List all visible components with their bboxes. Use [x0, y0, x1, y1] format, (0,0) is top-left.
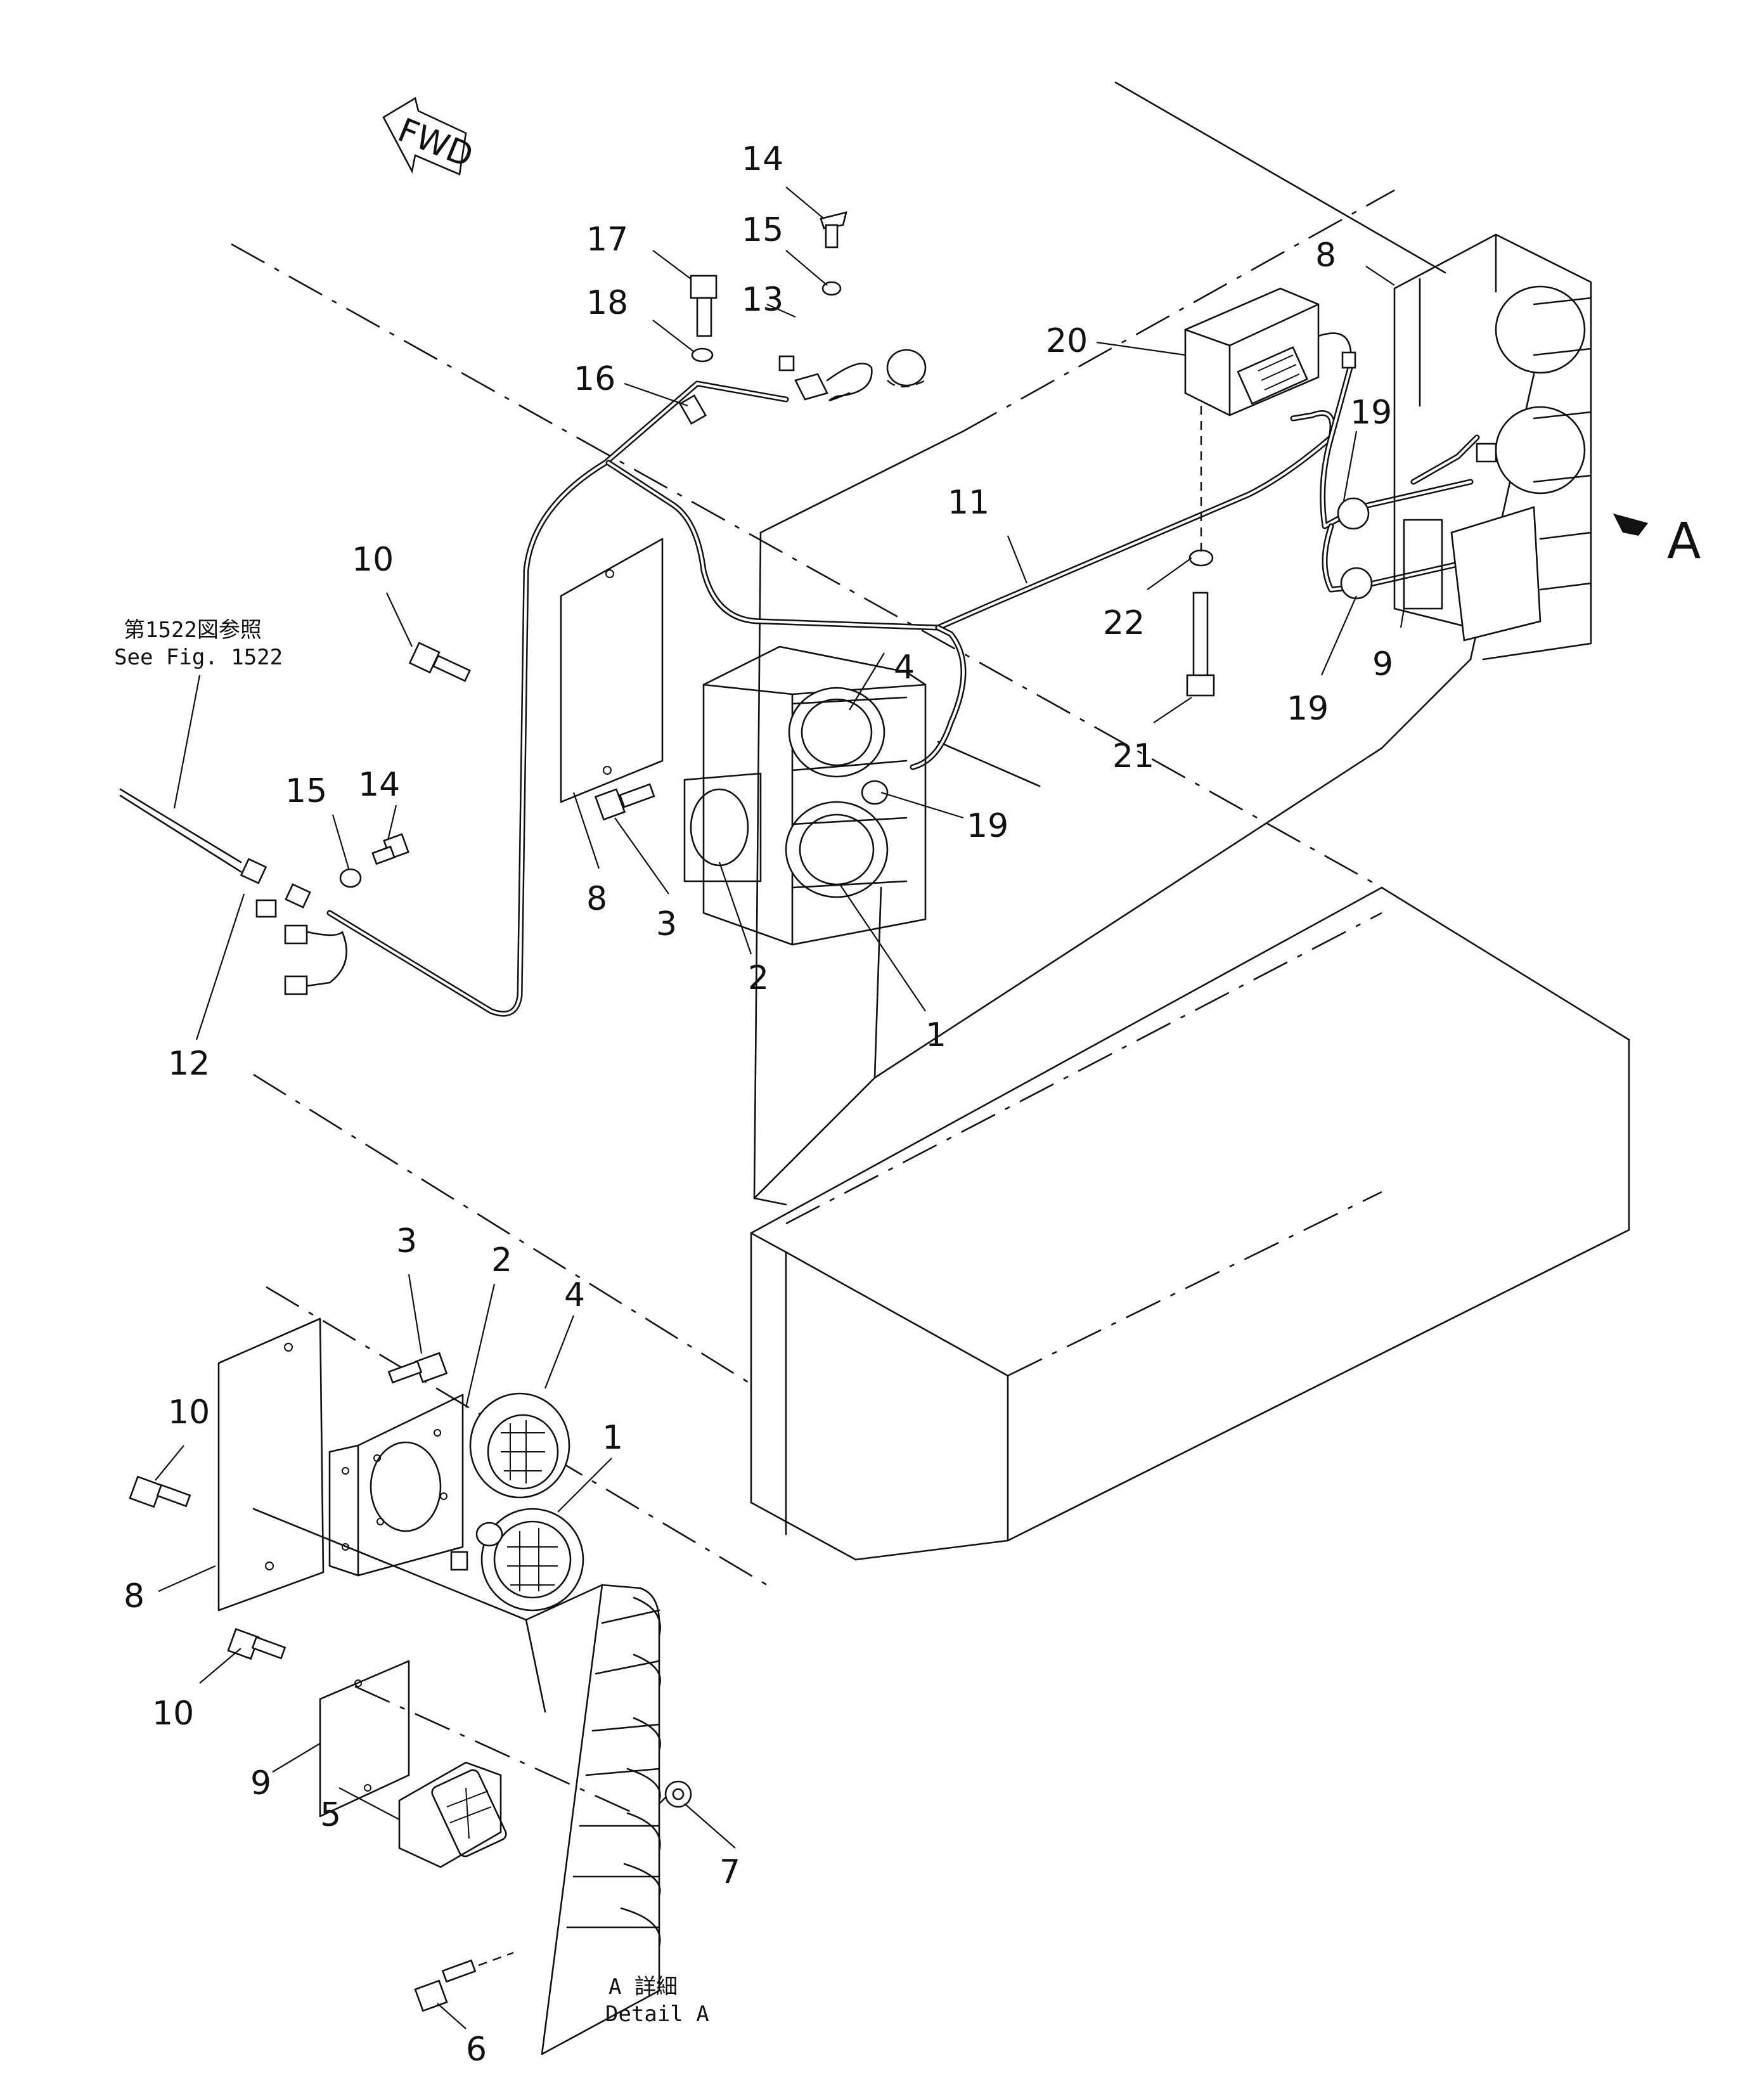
callout-2-detail: 2 [491, 1241, 512, 1279]
callout-14-left: 14 [358, 766, 400, 804]
leader-lines [155, 186, 1405, 2029]
callout-12: 12 [168, 1045, 210, 1083]
fwd-arrow-icon: FWD [382, 96, 478, 176]
clamp-16 [678, 394, 707, 425]
detail-a [129, 1317, 692, 2055]
callout-20: 20 [1046, 322, 1088, 360]
see-fig-note-en: See Fig. 1522 [114, 645, 283, 670]
callout-1-detail: 1 [602, 1419, 623, 1457]
see-fig-note-jp: 第1522図参照 [124, 617, 262, 643]
view-a-arrow-icon [1613, 514, 1648, 536]
detail-a-title-jp: A 詳細 [608, 1974, 678, 2000]
callout-6-detail: 6 [466, 2031, 487, 2069]
rear-lamp-20 [1184, 287, 1356, 417]
callout-1-main: 1 [925, 1016, 946, 1054]
callout-22: 22 [1103, 604, 1145, 642]
callout-7-detail: 7 [719, 1853, 740, 1891]
callout-8-main: 8 [586, 880, 607, 918]
bolt-10-main [408, 642, 471, 682]
light-housing-main [683, 645, 927, 946]
washer-15-left [339, 868, 362, 888]
callout-10-detail-a: 10 [168, 1393, 210, 1432]
view-a-label: A [1667, 513, 1701, 570]
connector-12 [119, 788, 347, 995]
callout-15-left: 15 [285, 772, 327, 810]
callout-4-detail: 4 [564, 1276, 585, 1314]
callout-10-detail-b: 10 [152, 1695, 194, 1733]
rear-light-housing [1337, 233, 1592, 661]
plate-8-main [560, 538, 664, 803]
callout-14-top: 14 [742, 140, 783, 178]
washer-22 [1188, 549, 1214, 567]
callout-3-detail: 3 [396, 1222, 417, 1260]
bolt-14-top [820, 211, 847, 249]
callout-19-b: 19 [1287, 690, 1329, 728]
callout-10-top: 10 [352, 541, 394, 579]
callout-2-main: 2 [748, 959, 769, 997]
callout-19-main: 19 [967, 807, 1008, 845]
callout-9-detail: 9 [250, 1764, 271, 1802]
callout-18: 18 [586, 284, 628, 322]
callout-13: 13 [742, 281, 783, 319]
connector-13 [778, 349, 927, 401]
callout-9-right: 9 [1372, 645, 1393, 683]
callout-16: 16 [574, 360, 615, 398]
washer-18 [691, 347, 714, 363]
callout-15-top: 15 [742, 211, 783, 249]
callout-4-main: 4 [894, 649, 915, 687]
callout-3-main: 3 [656, 905, 677, 943]
bolt-21 [1186, 592, 1215, 697]
callout-8-right: 8 [1315, 236, 1336, 275]
callout-11: 11 [948, 484, 989, 522]
callout-5-detail: 5 [320, 1796, 341, 1834]
wiring-harness [326, 365, 1480, 1017]
detail-a-title-en: Detail A [605, 2001, 709, 2027]
callouts: 14 15 17 13 18 16 20 8 19 11 10 22 9 19 … [124, 140, 1393, 2069]
bolt-3-main [594, 783, 655, 821]
bolt-17 [690, 275, 718, 337]
bolt-14-left [371, 833, 409, 865]
callout-8-detail: 8 [124, 1577, 145, 1615]
callout-17: 17 [586, 221, 628, 259]
callout-19-a: 19 [1350, 394, 1392, 432]
callout-21: 21 [1112, 737, 1154, 775]
